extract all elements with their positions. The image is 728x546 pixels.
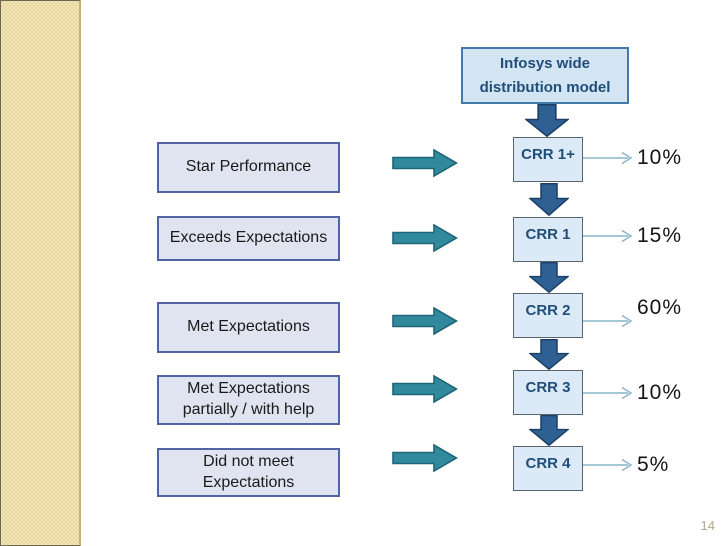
right-arrow-icon [392, 443, 458, 473]
rating-label: Exceeds Expectations [169, 229, 328, 247]
rating-label: Star Performance [185, 158, 312, 176]
rating-box-star-performance: Star Performance [157, 142, 340, 193]
connector-arrow-icon [583, 386, 633, 400]
down-arrow-icon [529, 415, 569, 446]
down-arrow-icon [529, 339, 569, 370]
connector-arrow-icon [583, 229, 633, 243]
crr-label: CRR 1 [525, 226, 571, 243]
title-line-1: Infosys wide [499, 55, 591, 73]
crr-label: CRR 1+ [521, 146, 575, 163]
percent-label: 10% [637, 381, 683, 404]
rating-label-line2: partially / with help [182, 401, 315, 418]
crr-box-4: CRR 4 [513, 446, 583, 491]
down-arrow-icon [529, 183, 569, 216]
down-arrow-icon [525, 104, 569, 137]
rating-label-line2: Expectations [202, 473, 295, 491]
right-arrow-icon [392, 223, 458, 253]
distribution-model-title-box: Infosys wide distribution model [461, 47, 629, 104]
page-number: 14 [700, 518, 715, 533]
connector-arrow-icon [583, 314, 633, 328]
connector-arrow-icon [583, 151, 633, 165]
rating-label: Did not meet [203, 452, 294, 470]
rating-box-exceeds-expectations: Exceeds Expectations [157, 216, 340, 261]
crr-label: CRR 2 [525, 302, 571, 319]
crr-label: CRR 4 [525, 455, 571, 472]
percent-label: 5% [637, 453, 670, 476]
rating-label: Met Expectations [187, 318, 310, 336]
down-arrow-icon [529, 262, 569, 293]
rating-box-met-expectations: Met Expectations [157, 302, 340, 353]
crr-label: CRR 3 [525, 379, 571, 396]
rating-box-did-not-meet-expectations: Did not meet Expectations [157, 448, 340, 497]
percent-label: 60% [637, 296, 683, 319]
rating-label: Met Expectations [187, 380, 310, 398]
left-margin-strip [0, 0, 81, 546]
connector-arrow-icon [583, 458, 633, 472]
crr-box-2: CRR 2 [513, 293, 583, 338]
right-arrow-icon [392, 148, 458, 178]
title-line-2: distribution model [479, 78, 611, 96]
crr-box-1: CRR 1 [513, 217, 583, 262]
crr-box-1plus: CRR 1+ [513, 137, 583, 182]
percent-label: 10% [637, 146, 683, 169]
rating-box-met-expectations-partially: Met Expectations partially / with help [157, 375, 340, 425]
right-arrow-icon [392, 306, 458, 336]
percent-label: 15% [637, 224, 683, 247]
right-arrow-icon [392, 374, 458, 404]
crr-box-3: CRR 3 [513, 370, 583, 415]
